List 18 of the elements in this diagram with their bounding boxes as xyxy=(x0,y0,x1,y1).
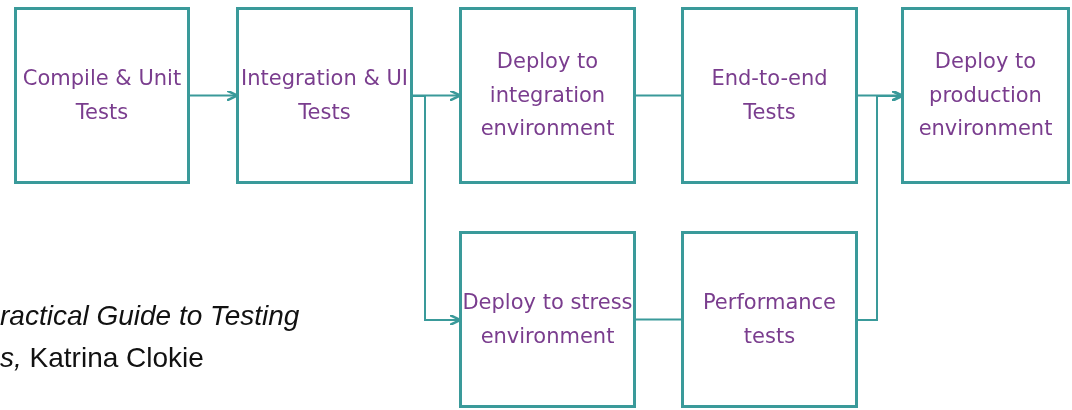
step-label: Deploy to stress environment xyxy=(462,288,633,350)
step-label: End-to-end Tests xyxy=(710,64,829,126)
process-box xyxy=(681,231,858,408)
process-box xyxy=(14,7,190,184)
citation-text: s, Katrina Clokie xyxy=(0,342,204,374)
step-label: Deploy to production environment xyxy=(917,48,1054,143)
connector-line xyxy=(635,94,682,97)
process-box xyxy=(681,7,858,184)
step-label: Deploy to integration environment xyxy=(479,48,616,143)
process-box xyxy=(459,231,636,408)
process-box xyxy=(459,7,636,184)
citation-text: ractical Guide to Testing xyxy=(0,300,300,332)
step-label: Performance tests xyxy=(701,288,838,350)
connector-line xyxy=(635,318,682,321)
step-label: Integration & UI Tests xyxy=(240,64,409,126)
process-box xyxy=(236,7,413,184)
step-label: Compile & Unit Tests xyxy=(21,64,183,126)
process-box xyxy=(901,7,1070,184)
